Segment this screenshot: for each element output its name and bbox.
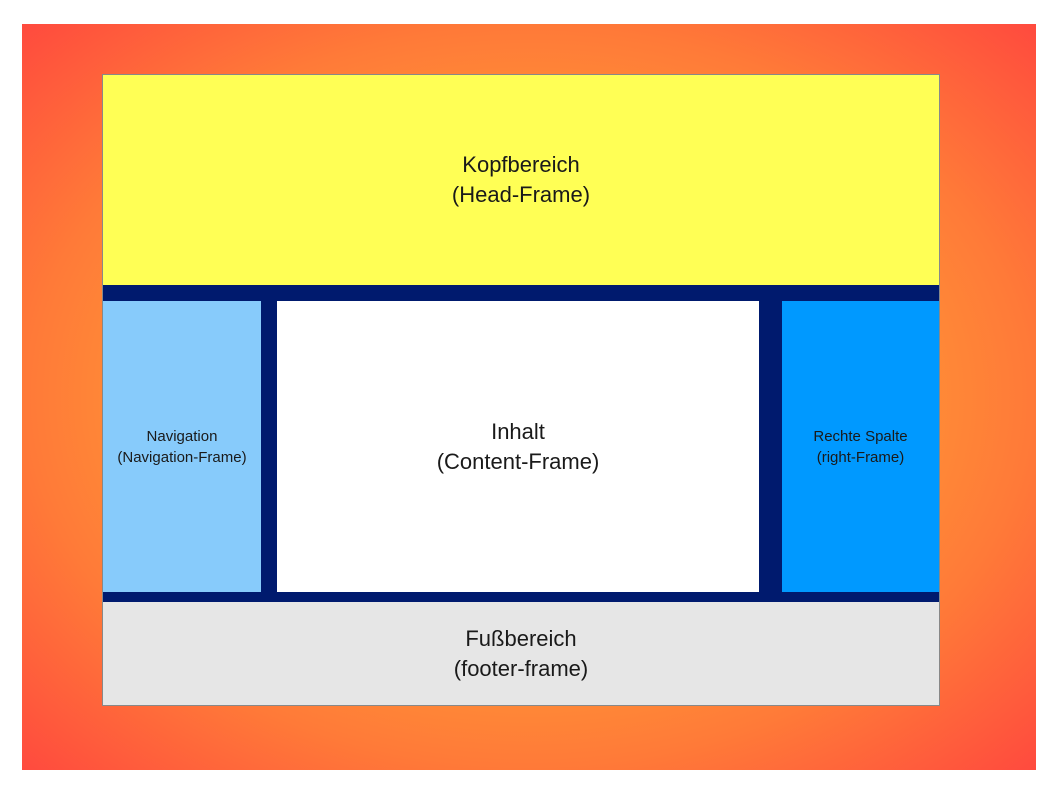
content-frame-subtitle: (Content-Frame)	[436, 448, 600, 474]
frameset-diagram: Kopfbereich (Head-Frame) Navigation (Nav…	[102, 74, 940, 706]
content-frame-title: Inhalt	[491, 418, 545, 444]
footer-frame: Fußbereich (footer-frame)	[103, 602, 939, 705]
frame-divider-bottom	[103, 592, 939, 602]
frame-divider-right	[759, 301, 782, 592]
content-frame: Inhalt (Content-Frame)	[277, 301, 759, 592]
navigation-frame-subtitle: (Navigation-Frame)	[117, 448, 247, 466]
frame-divider-left	[261, 301, 277, 592]
right-frame: Rechte Spalte (right-Frame)	[782, 301, 939, 592]
navigation-frame-title: Navigation	[146, 427, 218, 445]
head-frame: Kopfbereich (Head-Frame)	[103, 75, 939, 285]
footer-frame-title: Fußbereich	[465, 625, 577, 651]
head-frame-title: Kopfbereich	[462, 152, 580, 177]
navigation-frame: Navigation (Navigation-Frame)	[103, 301, 261, 592]
footer-frame-subtitle: (footer-frame)	[453, 655, 589, 681]
frame-divider-top	[103, 285, 939, 301]
right-frame-subtitle: (right-Frame)	[816, 448, 905, 466]
head-frame-subtitle: (Head-Frame)	[451, 182, 591, 207]
right-frame-title: Rechte Spalte	[813, 427, 908, 445]
